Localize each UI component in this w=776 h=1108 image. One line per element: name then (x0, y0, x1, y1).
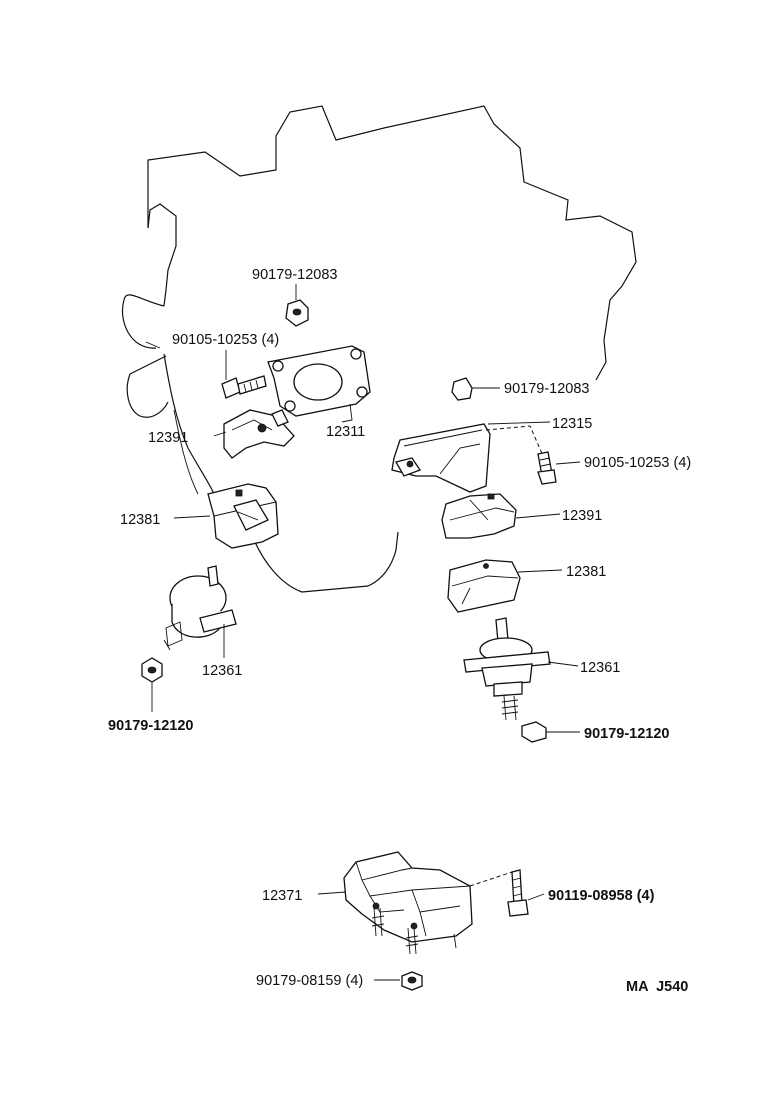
label-nut-right-bottom: 90179-12120 (584, 726, 669, 742)
label-nut-upper-right: 90179-12083 (504, 381, 589, 397)
nut-upper-right-icon (451, 377, 500, 401)
label-stopper-left: 12381 (120, 512, 160, 528)
bolt-rear-icon (507, 869, 529, 917)
nut-upper-left-icon (285, 284, 309, 327)
stopper-right-12381-icon (447, 559, 521, 613)
label-nut-rear: 90179-08159 (4) (256, 973, 363, 989)
leader-lines (173, 387, 581, 981)
label-stopper-right: 12381 (566, 564, 606, 580)
insulator-right-12391-icon (441, 493, 517, 539)
bracket-left-12311-icon (267, 345, 371, 423)
nut-right-bottom-icon (521, 721, 580, 743)
label-bracket-right: 12315 (552, 416, 592, 432)
label-rear-mount: 12371 (262, 888, 302, 904)
part-labels: 90179-12083 90105-10253 (4) 12391 12311 … (108, 267, 691, 995)
label-insulator-right: 12391 (562, 508, 602, 524)
bolt-left-icon (221, 350, 267, 399)
label-bolt-rear: 90119-08958 (4) (548, 888, 655, 904)
nut-rear-icon (401, 971, 423, 991)
diagram-reference-code: MA J540 (626, 979, 688, 995)
bracket-right-12315-icon (391, 423, 545, 493)
rear-mount-12371-icon (343, 851, 513, 955)
stopper-left-12381-icon (207, 483, 279, 549)
label-nut-upper-left: 90179-12083 (252, 267, 337, 283)
engine-outline (122, 105, 637, 593)
label-bolt-left: 90105-10253 (4) (172, 332, 279, 348)
label-mount-left: 12361 (202, 663, 242, 679)
label-bracket-left: 12311 (326, 424, 365, 440)
label-bolt-right: 90105-10253 (4) (584, 455, 691, 471)
label-mount-right: 12361 (580, 660, 620, 676)
insulator-left-12391-icon (223, 409, 295, 459)
bolt-right-icon (537, 451, 557, 485)
mount-left-12361-icon (163, 565, 237, 651)
nut-left-bottom-icon (141, 657, 163, 712)
label-insulator-left: 12391 (148, 430, 188, 446)
mount-right-12361-icon (463, 617, 551, 721)
label-nut-left-bottom: 90179-12120 (108, 718, 193, 734)
